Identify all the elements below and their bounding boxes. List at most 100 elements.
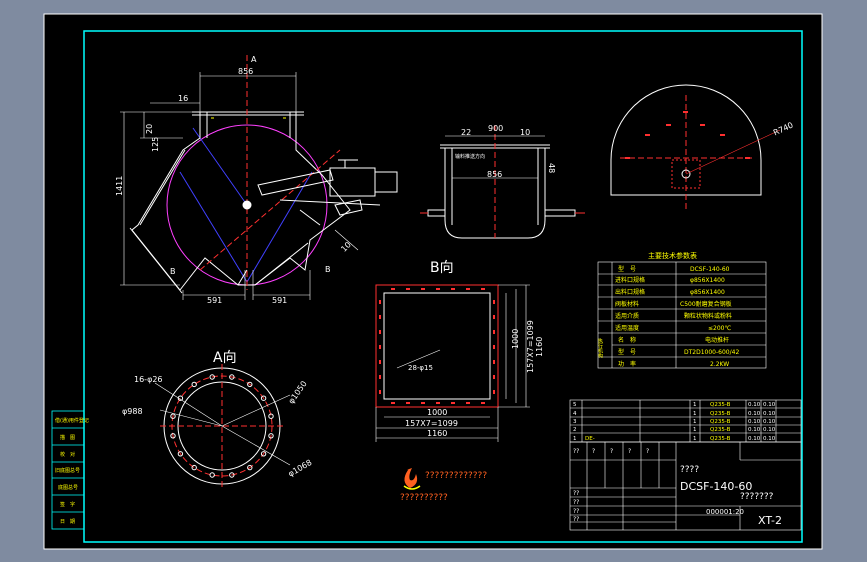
side-view-dimensions [445, 135, 545, 179]
left-strip-label: 借(通)用件登记 [55, 417, 89, 424]
svg-text:1: 1 [573, 436, 577, 442]
svg-text:DT2D1000-600/42: DT2D1000-600/42 [684, 349, 739, 356]
dim-1160-bottom: 1160 [427, 429, 447, 438]
flap-line [179, 171, 248, 283]
dim-10: 10 [520, 128, 530, 137]
svg-text:0.10: 0.10 [748, 411, 761, 417]
svg-text:型 号: 型 号 [618, 265, 636, 273]
main-view-dimensions [120, 72, 359, 300]
svg-text:4: 4 [573, 411, 577, 417]
spec-table-names: 型 号 进料口规格 出料口规格 阀板材料 适用介质 适用温度 名 称 型 号 功… [597, 265, 645, 368]
svg-text:颗粒状物料或粉料: 颗粒状物料或粉料 [684, 312, 732, 320]
dim-22: 22 [461, 128, 471, 137]
dim-1099-bottom: 157X7=1099 [405, 419, 458, 428]
actuator [257, 159, 398, 226]
svg-text:??: ?? [573, 508, 579, 515]
flap-line [192, 127, 248, 206]
section-marker-b-right: B [325, 265, 331, 274]
hole-label: 28-φ15 [408, 364, 433, 372]
title-drawing-no: XT-2 [758, 514, 782, 527]
view-a [154, 364, 291, 488]
logo-subtext: ?????????? [400, 493, 448, 503]
main-view [129, 55, 398, 294]
dim-20: 20 [145, 124, 154, 134]
svg-text:阀板材料: 阀板材料 [615, 300, 639, 308]
svg-text:型 号: 型 号 [618, 348, 636, 356]
svg-text:2: 2 [573, 427, 577, 433]
svg-text:??: ?? [573, 490, 579, 497]
left-strip-label: 校 对 [60, 451, 75, 458]
spec-table-values: DCSF-140-60 φ856X1400 φ856X1400 C500耐磨复合… [680, 266, 739, 368]
title-scale: 000001:20 [706, 508, 744, 516]
parts-list-text: 5 4 3 2 1 DE- 1 1 1 1 1 Q235-B Q235-B Q2… [573, 402, 776, 442]
svg-text:功 率: 功 率 [618, 360, 636, 368]
left-strip-labels: 借(通)用件登记 描 图 校 对 旧底图总号 底图总号 签 字 日 期 [55, 417, 89, 525]
title-drawing-subtitle: ??????? [740, 492, 774, 502]
logo: ????????????? ?????????? [400, 468, 487, 503]
svg-text:φ856X1400: φ856X1400 [690, 289, 725, 296]
svg-text:1: 1 [693, 427, 697, 433]
dim-900: 900 [488, 124, 503, 133]
svg-text:电动推杆: 电动推杆 [705, 336, 729, 344]
bolt-hole [247, 381, 253, 388]
svg-text:0.10: 0.10 [748, 427, 761, 433]
svg-text:?: ? [628, 448, 631, 455]
svg-text:??: ?? [573, 516, 579, 523]
svg-text:0.10: 0.10 [748, 402, 761, 408]
bolt-hole [268, 413, 274, 419]
svg-text:0.10: 0.10 [748, 419, 761, 425]
spec-table [597, 261, 767, 369]
logo-flame-icon [404, 468, 418, 488]
svg-text:Q235-B: Q235-B [710, 427, 731, 433]
svg-text:??: ?? [573, 448, 579, 455]
svg-text:Q235-B: Q235-B [710, 419, 731, 425]
dim-1099-right: 157X7=1099 [526, 320, 535, 373]
svg-text:C500耐磨复合钢板: C500耐磨复合钢板 [680, 300, 732, 308]
view-b-title: B向 [430, 260, 454, 276]
title-block [569, 441, 802, 531]
bolt-hole [170, 433, 176, 439]
bolt-hole [170, 413, 176, 419]
svg-text:0.10: 0.10 [748, 436, 761, 442]
centerline-diag [199, 149, 341, 271]
svg-text:??: ?? [573, 499, 579, 506]
left-strip-label: 旧底图总号 [55, 467, 80, 474]
bolt-hole [268, 433, 274, 439]
left-strip-label: 底图总号 [58, 484, 78, 491]
flap-line [246, 171, 313, 283]
svg-text:?: ? [610, 448, 613, 455]
bolt-hole [177, 395, 184, 401]
dim-16: 16 [178, 94, 188, 103]
svg-text:1: 1 [693, 436, 697, 442]
svg-text:适用介质: 适用介质 [615, 312, 639, 320]
arch-center-plate [671, 159, 701, 189]
svg-text:1: 1 [693, 411, 697, 417]
svg-text:0.10: 0.10 [763, 427, 776, 433]
logo-text: ????????????? [425, 471, 487, 481]
dim-top: 856 [238, 67, 253, 76]
bolt-hole [177, 451, 184, 457]
spec-group-label: 执行机构 [597, 337, 603, 359]
left-strip-label: 描 图 [60, 434, 75, 441]
bolt-hole [260, 395, 267, 401]
title-drawing-name: DCSF-140-60 [680, 480, 752, 493]
svg-text:名 称: 名 称 [618, 336, 636, 344]
dim-bottom-right: 591 [272, 296, 287, 305]
svg-text:Q235-B: Q235-B [710, 436, 731, 442]
bolt-hole [209, 374, 215, 380]
svg-text:0.10: 0.10 [763, 419, 776, 425]
dim-1160-right: 1160 [535, 337, 544, 357]
arch-view [610, 84, 781, 210]
view-b [375, 284, 499, 408]
bolt-hole [247, 464, 253, 471]
svg-text:出料口规格: 出料口规格 [615, 288, 645, 296]
svg-text:≤200℃: ≤200℃ [708, 325, 731, 332]
parts-list [569, 399, 802, 443]
bolt-hole [191, 464, 197, 471]
side-note: 输料推送方向 [455, 153, 485, 160]
svg-text:DCSF-140-60: DCSF-140-60 [690, 266, 730, 273]
svg-text:0.10: 0.10 [763, 402, 776, 408]
bolt-hole [229, 374, 235, 380]
arch-outline [610, 84, 762, 196]
